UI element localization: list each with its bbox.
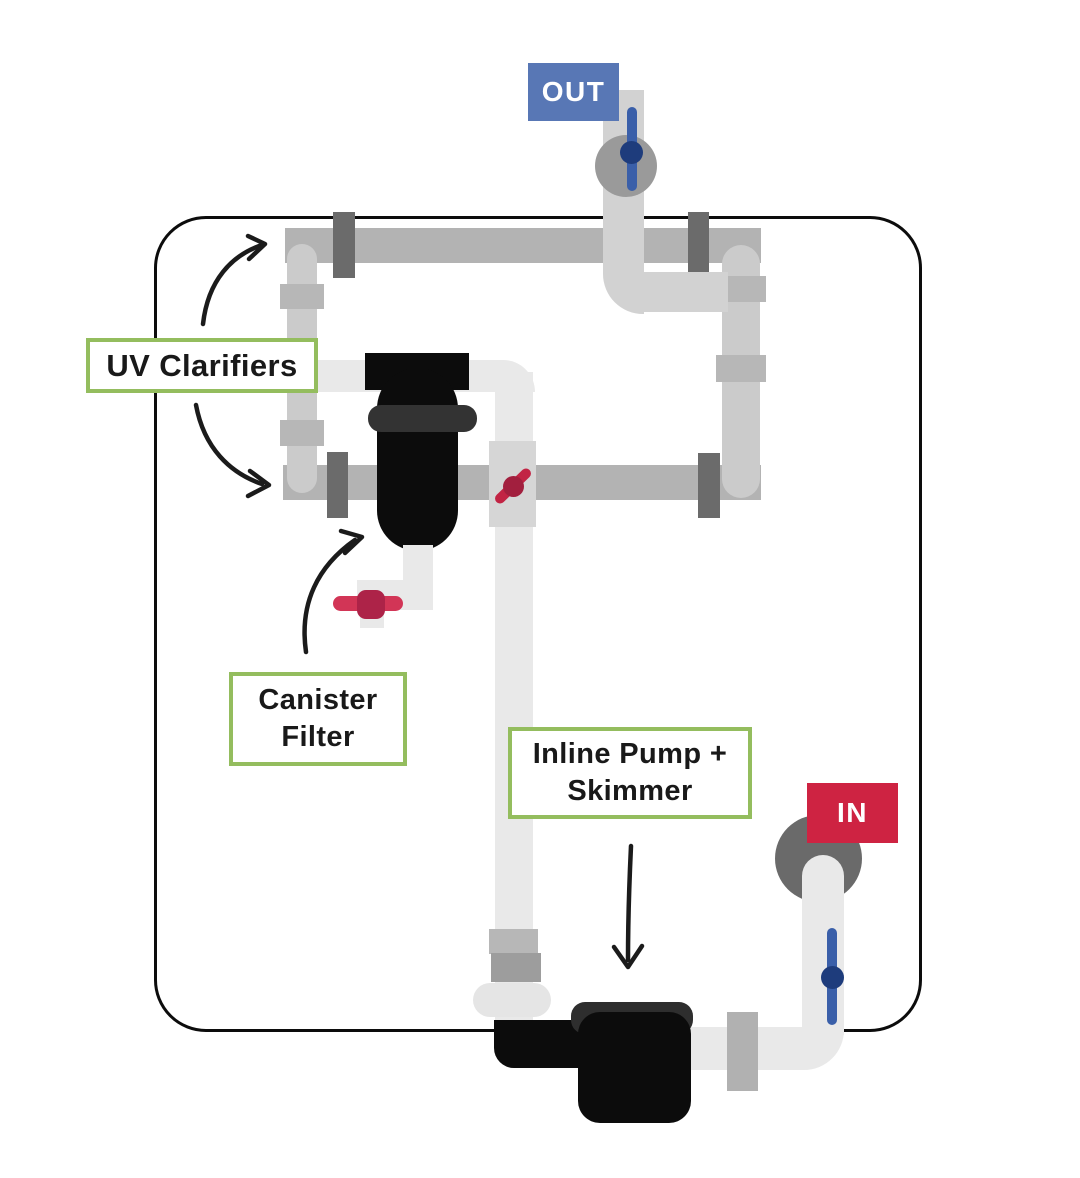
arrow-to-canister-head <box>338 528 365 556</box>
pipe-coupling <box>688 212 709 278</box>
pipe-coupling <box>280 284 324 309</box>
arrow-to-pump <box>625 843 634 963</box>
pipe-coupling <box>333 212 355 278</box>
uv-clarifier-pipe-top <box>285 228 761 263</box>
pipe-coupling <box>716 355 766 382</box>
outlet-coupling <box>727 1012 758 1091</box>
arrow-to-uv-top <box>200 242 265 327</box>
in-valve-knob-icon <box>821 966 844 989</box>
inline-pump-text-line2: Skimmer <box>567 775 693 807</box>
inline-pump-text-line1: Inline Pump + <box>532 738 728 770</box>
arrow-to-canister <box>302 537 358 655</box>
arrow-to-uv-bottom-head <box>245 468 272 499</box>
pump-suction-coupling <box>491 953 541 982</box>
pump-union-collar <box>473 983 551 1017</box>
in-port-label: IN <box>807 783 898 843</box>
pump-suction-coupling <box>489 929 538 954</box>
canister-filter-text-line2: Filter <box>281 721 355 753</box>
out-pipe-elbow <box>620 272 728 312</box>
pipe-coupling <box>327 452 348 518</box>
arrow-to-uv-bottom <box>193 402 265 487</box>
in-riser-pipe <box>802 855 844 1035</box>
arrow-to-uv-top-head <box>245 233 268 262</box>
pipe-coupling <box>698 453 720 518</box>
out-valve-knob-icon <box>620 141 643 164</box>
arrow-to-pump-head <box>611 943 645 970</box>
inline-valve-knob-icon <box>503 476 524 497</box>
canister-filter-text-line1: Canister <box>258 684 378 716</box>
canister-collar <box>368 405 477 432</box>
inline-pump-skimmer-label: Inline Pump + Skimmer <box>508 727 752 819</box>
pipe-coupling <box>280 420 324 446</box>
pump-outlet-pipe <box>680 1027 844 1070</box>
out-port-text: OUT <box>541 76 606 107</box>
out-port-label: OUT <box>528 63 619 121</box>
pump-body <box>578 1012 691 1123</box>
drain-valve-knob-icon <box>357 590 385 619</box>
uv-clarifiers-text: UV Clarifiers <box>106 348 298 383</box>
canister-body <box>377 368 458 551</box>
canister-filter-label: Canister Filter <box>229 672 407 766</box>
arrow-group <box>193 233 645 970</box>
uv-clarifiers-label: UV Clarifiers <box>86 338 318 393</box>
in-port-text: IN <box>837 797 868 828</box>
